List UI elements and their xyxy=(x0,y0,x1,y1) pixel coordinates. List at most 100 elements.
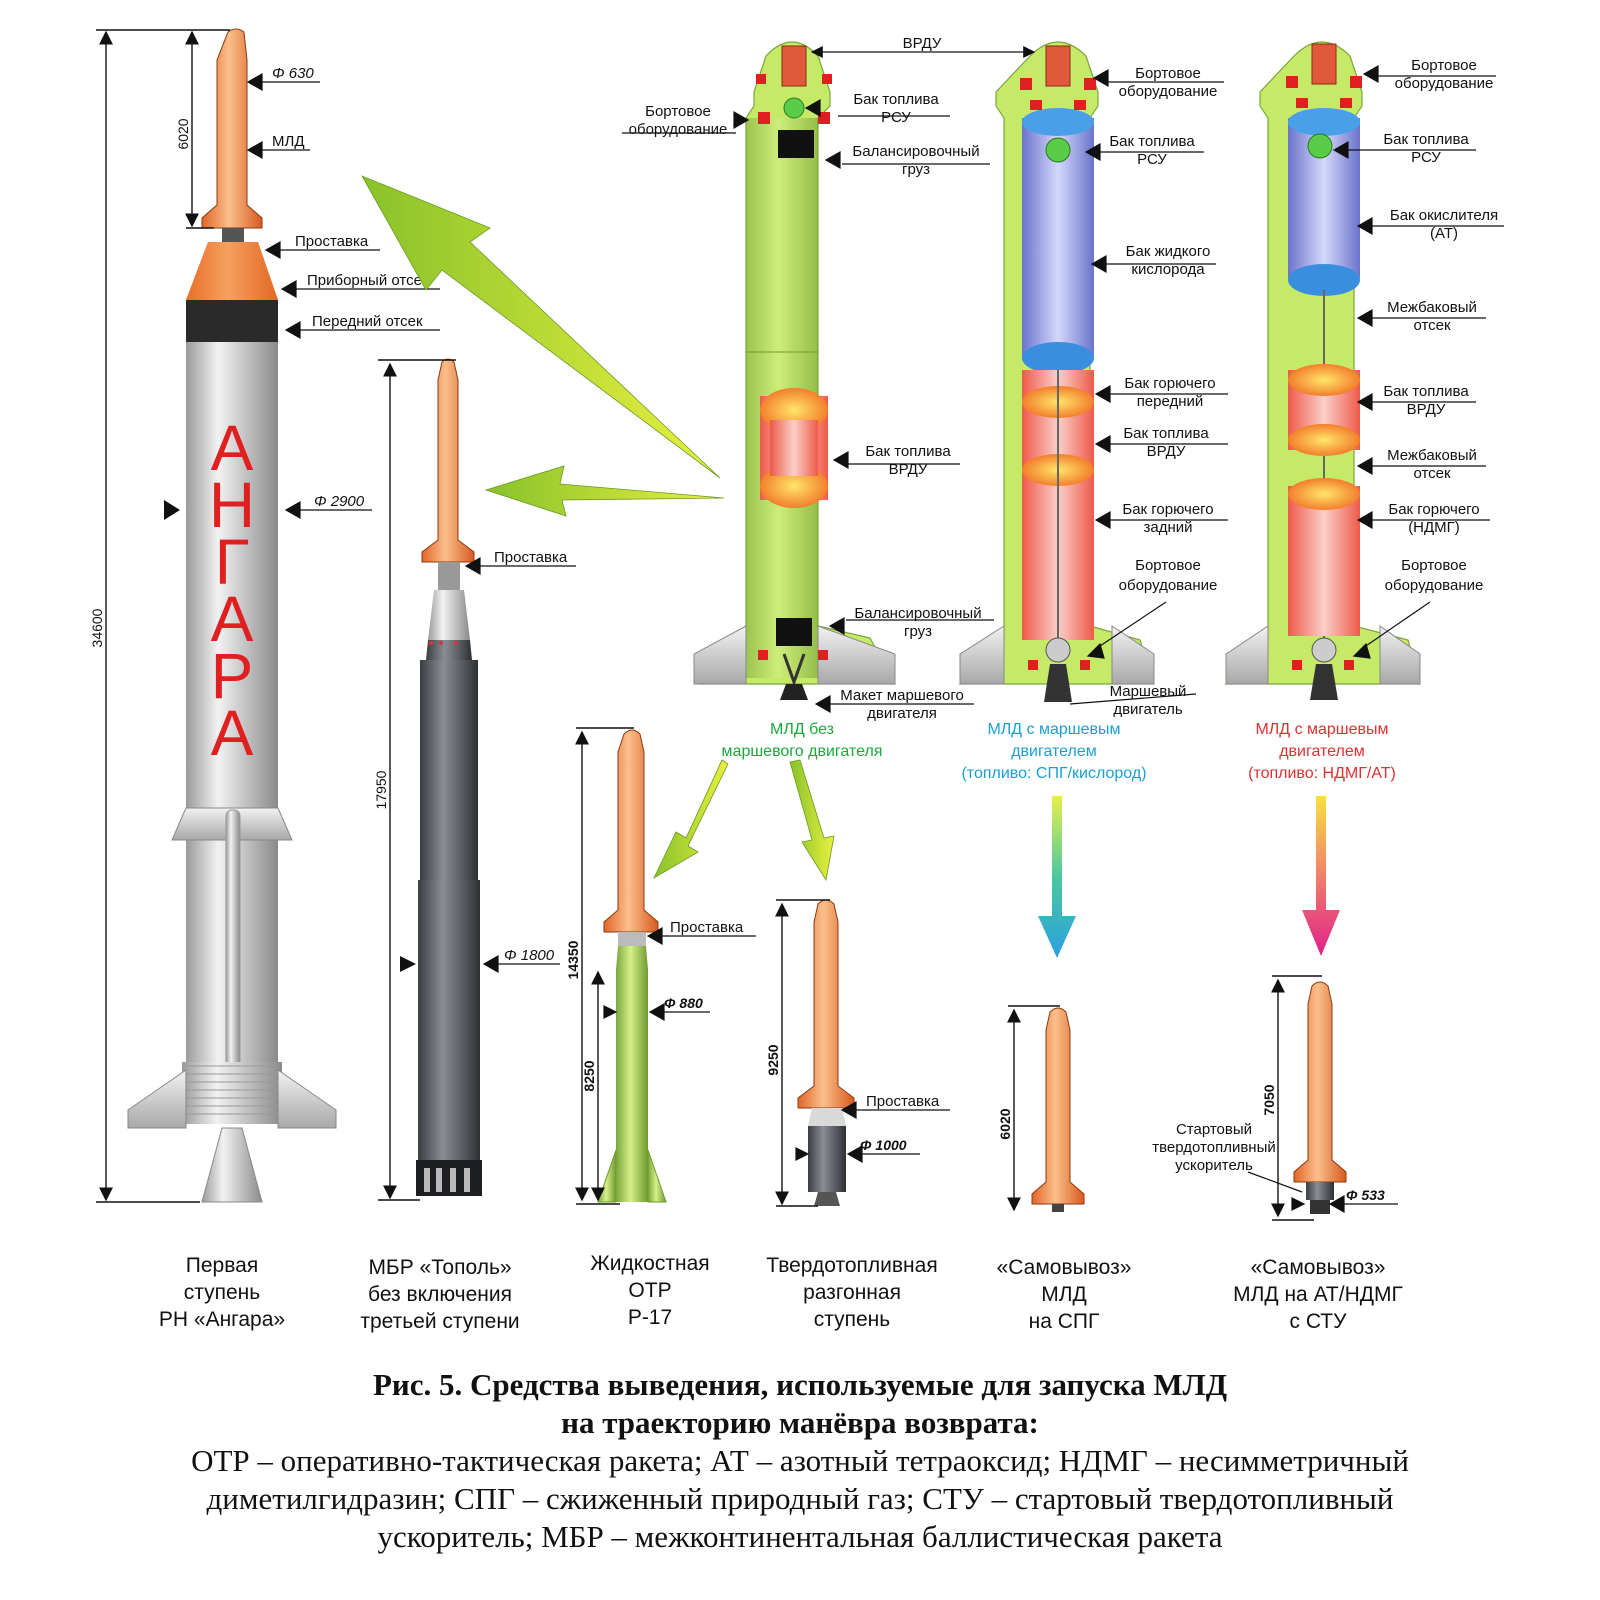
solid-dim-total: 9250 xyxy=(765,1044,781,1075)
v3-inter-l1: Межбаковый xyxy=(1387,299,1477,316)
angara-rocket xyxy=(127,28,337,1203)
v2-bort2-l1: Бортовое xyxy=(1135,557,1201,574)
cap3-l3: Р-17 xyxy=(628,1306,672,1329)
topol-rocket xyxy=(416,358,482,1196)
cap6-l2: МЛД на АТ/НДМГ xyxy=(1233,1283,1403,1306)
arrow-to-r17 xyxy=(653,759,729,880)
v3-ox-l1: Бак окислителя xyxy=(1390,207,1498,224)
solid-prostavka: Проставка xyxy=(866,1093,940,1110)
v3-bort2-l1: Бортовое xyxy=(1401,557,1467,574)
cap4-l1: Твердотопливная xyxy=(766,1254,937,1277)
cap2-l3: третьей ступени xyxy=(360,1310,519,1333)
cap5-l3: на СПГ xyxy=(1029,1310,1100,1333)
at-booster-l1: Стартовый xyxy=(1176,1121,1252,1138)
figure-caption: Рис. 5. Средства выведения, используемые… xyxy=(0,1366,1600,1556)
at-booster-l3: ускоритель xyxy=(1175,1157,1253,1174)
v3-title-l3: (топливо: НДМГ/АТ) xyxy=(1248,765,1396,782)
at-booster-l2: твердотопливный xyxy=(1152,1139,1276,1156)
v3-fuel-l2: (НДМГ) xyxy=(1408,519,1460,536)
v1-title-l1: МЛД без xyxy=(770,721,834,738)
variant3-mld-at xyxy=(1224,41,1421,700)
solid-stage-rocket xyxy=(797,899,855,1206)
bottom-captions: Первая ступень РН «Ангара» МБР «Тополь» … xyxy=(159,1252,1403,1333)
v2-fuelf-l1: Бак горючего xyxy=(1124,375,1215,392)
v2-engine-l1: Маршевый xyxy=(1110,683,1187,700)
v2-rsu-l1: Бак топлива xyxy=(1109,133,1195,150)
v3-title-l1: МЛД с маршевым xyxy=(1255,721,1388,738)
angara-mld-label: МЛД xyxy=(272,133,305,150)
angara-pribor: Приборный отсек xyxy=(307,272,429,289)
at-rocket xyxy=(1293,981,1347,1214)
v1-vrdu-l1: Бак топлива xyxy=(865,443,951,460)
v2-title-l2: двигателем xyxy=(1011,743,1097,760)
v3-vrdu-l1: Бак топлива xyxy=(1383,383,1469,400)
angara-dimensions xyxy=(96,29,230,1203)
v2-bort-l2: оборудование xyxy=(1119,83,1218,100)
r17-dim-total: 14350 xyxy=(565,940,581,979)
v3-ox-l2: (АТ) xyxy=(1430,225,1458,242)
v1-bal-l2: груз xyxy=(902,161,930,178)
cap6-l1: «Самовывоз» xyxy=(1251,1256,1386,1279)
cap2-l1: МБР «Тополь» xyxy=(368,1256,511,1279)
v2-vrdu-l2: ВРДУ xyxy=(1147,443,1186,460)
topol-prostavka: Проставка xyxy=(494,549,568,566)
cap5-l1: «Самовывоз» xyxy=(997,1256,1132,1279)
angara-prostavka: Проставка xyxy=(295,233,369,250)
v1-rsu-l2: РСУ xyxy=(881,109,911,126)
caption-body-l2: диметилгидразин; СПГ – сжиженный природн… xyxy=(206,1481,1394,1516)
v1-bal2-l1: Балансировочный xyxy=(854,605,981,622)
topol-dimensions xyxy=(378,359,456,1201)
topol-dim-total: 17950 xyxy=(373,770,389,809)
arrow-to-solid xyxy=(789,759,835,882)
v3-vrdu-l2: ВРДУ xyxy=(1407,401,1446,418)
angara-peredniy: Передний отсек xyxy=(312,313,423,330)
v2-bort-l1: Бортовое xyxy=(1135,65,1201,82)
v3-fuel-l1: Бак горючего xyxy=(1388,501,1479,518)
big-arrow-to-topol xyxy=(484,465,725,517)
cap4-l3: ступень xyxy=(814,1308,891,1331)
v1-bal2-l2: груз xyxy=(904,623,932,640)
v3-bort-l2: оборудование xyxy=(1395,75,1494,92)
r17-rocket xyxy=(597,729,667,1203)
angara-d-left-arrow xyxy=(164,500,180,520)
v3-bort2-l2: оборудование xyxy=(1385,577,1484,594)
v2-engine-l2: двигатель xyxy=(1113,701,1183,718)
caption-title-l2: на траекторию манёвра возврата: xyxy=(561,1405,1039,1440)
v3-rsu-l1: Бак топлива xyxy=(1383,131,1469,148)
cap1-l1: Первая xyxy=(186,1254,258,1277)
v1-bort-l1: Бортовое xyxy=(645,103,711,120)
v1-bort-l2: оборудование xyxy=(629,121,728,138)
spg-dim-total: 6020 xyxy=(997,1108,1013,1139)
v2-fuelf-l2: передний xyxy=(1137,393,1204,410)
v1-maket-l1: Макет маршевого xyxy=(840,687,964,704)
spg-rocket xyxy=(1031,1007,1085,1212)
angara-dim-total: 34600 xyxy=(89,608,105,647)
v1-title-l2: маршевого двигателя xyxy=(722,743,883,760)
variant2-mld-spg xyxy=(958,41,1155,702)
arrow-to-spg xyxy=(1038,796,1076,958)
v2-title-l1: МЛД с маршевым xyxy=(987,721,1120,738)
solid-dimensions xyxy=(775,899,830,1207)
v3-inter2-l2: отсек xyxy=(1413,465,1451,482)
cap2-l2: без включения xyxy=(368,1283,512,1306)
v2-fuelr-l1: Бак горючего xyxy=(1122,501,1213,518)
v1-vrdu-l2: ВРДУ xyxy=(889,461,928,478)
v3-bort-l1: Бортовое xyxy=(1411,57,1477,74)
v2-fuelr-l2: задний xyxy=(1143,519,1192,536)
cap1-l3: РН «Ангара» xyxy=(159,1308,285,1331)
angara-dim-top: 6020 xyxy=(175,118,191,149)
at-d533: Φ 533 xyxy=(1346,1187,1385,1203)
v3-title-l2: двигателем xyxy=(1279,743,1365,760)
r17-dim-lower: 8250 xyxy=(581,1060,597,1091)
topol-d1800: Φ 1800 xyxy=(504,947,555,964)
at-dim-total: 7050 xyxy=(1261,1084,1277,1115)
r17-dimensions xyxy=(575,727,634,1205)
cap6-l3: с СТУ xyxy=(1290,1310,1348,1333)
big-arrow-to-angara xyxy=(361,175,721,479)
v3-inter-l2: отсек xyxy=(1413,317,1451,334)
caption-title-l1: Рис. 5. Средства выведения, используемые… xyxy=(372,1367,1228,1402)
v2-lox-l1: Бак жидкого xyxy=(1126,243,1211,260)
caption-body-l3: ускоритель; МБР – межконтинентальная бал… xyxy=(377,1519,1223,1554)
